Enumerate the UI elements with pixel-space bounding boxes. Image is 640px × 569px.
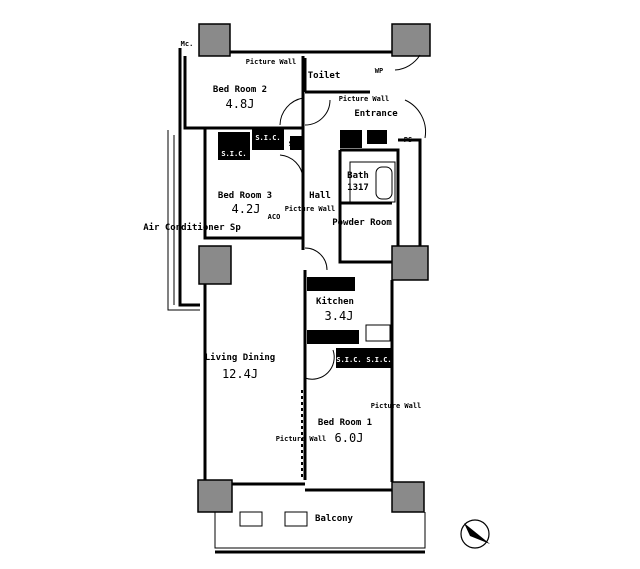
wp-label: WP <box>375 67 383 75</box>
ac-outdoor-unit <box>284 511 308 527</box>
column <box>391 23 431 57</box>
sic-label: S.I.C. <box>336 356 361 364</box>
column <box>198 23 231 57</box>
living-name: Living Dining <box>205 352 275 363</box>
ps-label: PS <box>404 136 412 144</box>
bath-name: Bath <box>347 171 369 181</box>
bedroom2-size: 4.8J <box>226 97 255 111</box>
shoe-closet <box>340 130 362 148</box>
closet <box>218 132 250 160</box>
mc-label: Mc. <box>181 40 194 48</box>
door-swings <box>279 54 427 380</box>
column <box>197 479 233 513</box>
stove <box>365 324 391 342</box>
walls <box>167 48 426 554</box>
compass-north-arrow-icon <box>460 519 490 549</box>
aco-label: ACO <box>268 213 281 221</box>
column <box>391 481 425 513</box>
bath-size: 1317 <box>347 183 369 193</box>
picture-wall-label: Picture Wall <box>339 95 390 103</box>
column <box>391 245 429 281</box>
bathtub-area <box>349 161 396 203</box>
closet <box>252 128 284 150</box>
hall-label: Hall <box>309 191 331 201</box>
bedroom3-size: 4.2J <box>232 202 261 216</box>
column <box>198 245 232 285</box>
picture-wall-label: Picture Wall <box>285 205 336 213</box>
air-conditioner-label: Air Conditioner Sp <box>143 222 241 233</box>
picture-wall-label: Picture Wall <box>371 402 422 410</box>
bedroom2-name: Bed Room 2 <box>213 85 267 95</box>
kitchen-counter <box>307 277 355 291</box>
closet <box>336 348 392 368</box>
picture-wall-label: Picture Wall <box>246 58 297 66</box>
picture-wall-label: Picture Wall <box>276 435 327 443</box>
ac-outdoor-unit <box>239 511 263 527</box>
kitchen-counter <box>307 330 359 344</box>
living-size: 12.4J <box>222 367 258 381</box>
entrance-label: Entrance <box>354 109 398 119</box>
sic-label: S.I.C. <box>366 356 391 364</box>
storage <box>290 136 304 150</box>
bedroom3-name: Bed Room 3 <box>218 191 272 201</box>
balcony-label: Balcony <box>315 514 354 524</box>
bathtub <box>375 166 393 200</box>
bedroom1-size: 6.0J <box>335 431 364 445</box>
shoe-closet <box>367 130 387 144</box>
sic-label: S.I.C. <box>221 150 246 158</box>
bedroom1-name: Bed Room 1 <box>318 418 372 428</box>
sic-label: S.I.C. <box>255 134 280 142</box>
toilet-label: Toilet <box>308 70 341 81</box>
stc-label: Stc. <box>289 140 306 148</box>
kitchen-name: Kitchen <box>316 296 354 307</box>
kitchen-size: 3.4J <box>325 309 354 323</box>
powder-room-label: Powder Room <box>332 218 392 228</box>
